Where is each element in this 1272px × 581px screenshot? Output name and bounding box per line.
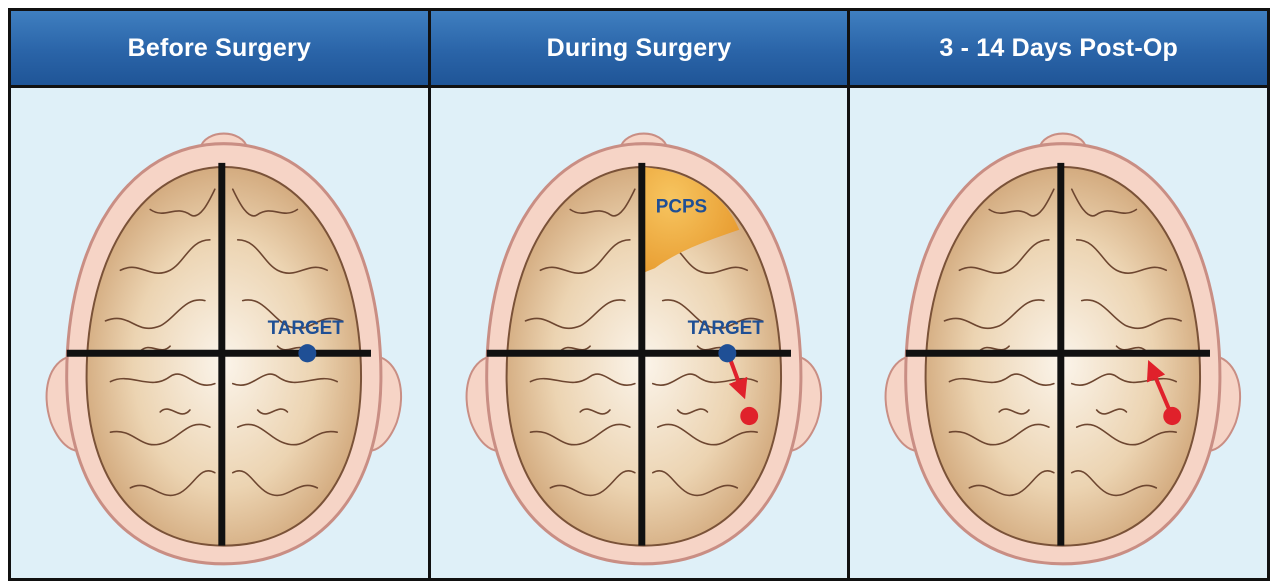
target-dot xyxy=(298,344,316,362)
panel-before-surgery: Before Surgery TARGET xyxy=(11,11,428,578)
panel-header: During Surgery xyxy=(431,11,848,88)
panel-title: 3 - 14 Days Post-Op xyxy=(939,34,1178,63)
shifted-target-dot xyxy=(1164,407,1182,425)
pcps-label: PCPS xyxy=(655,196,706,217)
figure: Before Surgery TARGET During Surgery PCP… xyxy=(8,8,1270,581)
shifted-target-dot xyxy=(740,407,758,425)
panel-illustration: PCPS TARGET xyxy=(431,88,848,578)
panel-illustration xyxy=(850,88,1267,578)
target-label: TARGET xyxy=(687,318,764,339)
target-label: TARGET xyxy=(268,318,345,339)
panel-post-op: 3 - 14 Days Post-Op xyxy=(850,11,1267,578)
target-dot xyxy=(718,344,736,362)
panel-header: Before Surgery xyxy=(11,11,428,88)
panel-header: 3 - 14 Days Post-Op xyxy=(850,11,1267,88)
panel-illustration: TARGET xyxy=(11,88,428,578)
panel-title: Before Surgery xyxy=(128,34,311,63)
panel-title: During Surgery xyxy=(547,34,732,63)
panel-during-surgery: During Surgery PCPS TARGET xyxy=(431,11,848,578)
